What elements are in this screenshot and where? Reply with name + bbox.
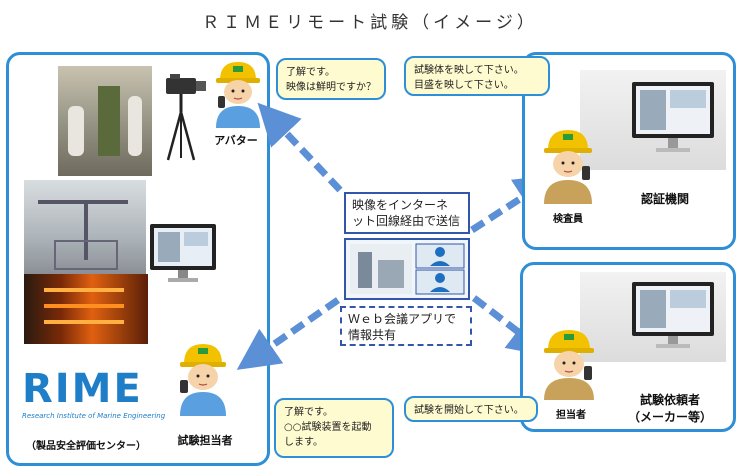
internet-send-box: 映像をインターネ ット回線経由で送信 [344, 192, 470, 234]
certifier-org-label: 認証機関 [640, 192, 689, 206]
arrow-to-avatar [257, 102, 343, 193]
monitor-icon [632, 82, 714, 152]
requester-org-line: 試験依頼者 [639, 393, 700, 407]
requester-worker-icon [544, 330, 594, 400]
web-conference-share-box: Ｗｅｂ会議アプリで 情報共有 [340, 306, 472, 346]
share-text-line: Ｗｅｂ会議アプリで [348, 312, 457, 326]
share-text-line: 情報共有 [348, 328, 397, 342]
bubble-line: 映像は鮮明ですか？ [286, 82, 376, 93]
requester-org-line: （メーカー等） [627, 410, 712, 424]
rime-logo: RIME [22, 366, 143, 412]
lab-photo-test-rig [24, 180, 146, 274]
lab-photo-furnace [24, 274, 148, 344]
bubble-line: 了解です。 [284, 407, 333, 418]
requester-org-label: 試験依頼者 （メーカー等） [620, 392, 720, 426]
arrow-to-tester [236, 297, 340, 370]
bubble-line: ○○試験装置を起動 [284, 422, 372, 433]
send-text-line: 映像をインターネ [352, 198, 449, 212]
send-text-line: ット回線経由で送信 [352, 214, 461, 228]
tester-worker-icon [180, 344, 226, 416]
avatar-worker-icon [216, 62, 260, 128]
requester-speech-bubble: 試験を開始して下さい。 [404, 396, 538, 422]
bubble-line: 了解です。 [286, 67, 335, 78]
tester-left-speech-bubble: 了解です。 ○○試験装置を起動 します。 [274, 398, 394, 458]
page-title: ＲＩＭＥリモート試験（イメージ） [202, 13, 538, 33]
web-conference-screen-icon [344, 238, 470, 300]
bubble-line: します。 [284, 437, 323, 448]
avatar-speech-bubble: 了解です。 映像は鮮明ですか？ [276, 58, 386, 100]
bubble-line: 試験体を映して下さい。 [414, 65, 524, 76]
avatar-label: アバター [214, 134, 258, 147]
monitor-icon [632, 282, 714, 348]
certifier-speech-bubble: 試験体を映して下さい。 目盛を映して下さい。 [404, 56, 550, 96]
tester-left-label: 試験担当者 [177, 434, 233, 447]
requester-person-label: 担当者 [556, 410, 586, 421]
inspector-label: 検査員 [553, 214, 583, 225]
monitor-icon [150, 224, 216, 282]
bubble-line: 目盛を映して下さい。 [414, 80, 514, 91]
inspector-worker-icon [544, 130, 592, 204]
bubble-line: 試験を開始して下さい。 [414, 405, 524, 416]
lab-photo-workers [58, 66, 152, 176]
rime-logo-subtitle: Research Institute of Marine Engineering [22, 412, 166, 420]
rime-caption: （製品安全評価センター） [26, 441, 146, 452]
video-camera-tripod-icon [166, 74, 206, 161]
